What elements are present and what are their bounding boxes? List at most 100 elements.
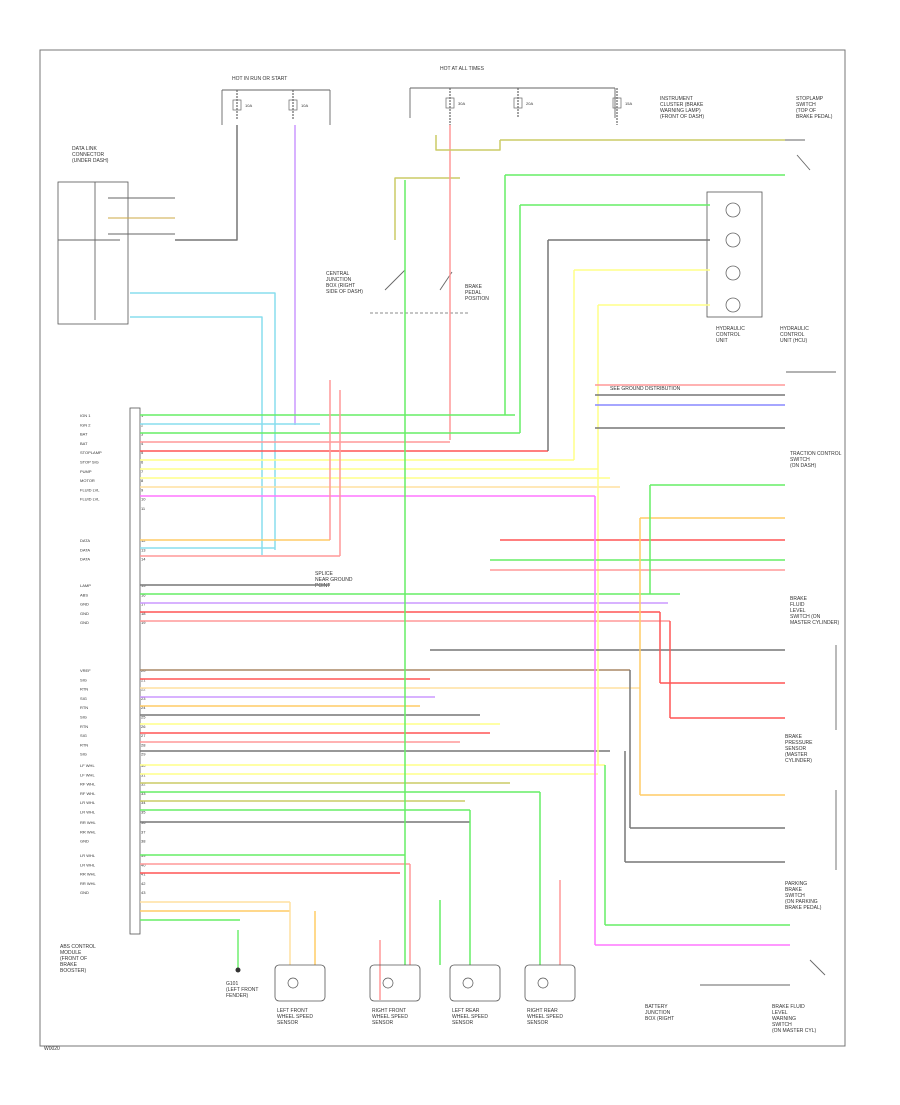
wire [175,125,238,241]
fluid-label-2: LEVEL [790,608,806,614]
hydraulic-unit-label-0: HYDRAULIC [716,326,745,332]
right-front-sensor-label-1: WHEEL SPEED [372,1014,408,1020]
pin-label-3: BAT [80,441,88,446]
parking-brake-switch [700,959,826,986]
pin-label-38: LR WHL [80,853,96,858]
cluster-label-0: INSTRUMENT [660,96,693,102]
stoplamp-label-1: SWITCH [796,102,816,108]
pin-number-15: 16 [141,592,146,597]
right-front-wheel-sensor [369,964,421,1002]
pin-label-2: BAT [80,432,88,437]
pin-label-31: RF WHL [80,782,96,787]
pin-number-1: 2 [141,422,144,427]
ecu-label-4: BOOSTER) [60,968,86,974]
right-rear-sensor-label-1: WHEEL SPEED [527,1014,563,1020]
pin-number-27: 28 [141,742,146,747]
pin-label-35: RR WHL [80,820,97,825]
pin-number-13: 14 [141,557,146,562]
pin-number-25: 26 [141,724,146,729]
hydraulic-module-label-0: HYDRAULIC [780,326,809,332]
fuse-right-label-1: JUNCTION [645,1010,671,1016]
pin-number-40: 41 [141,872,146,877]
parking-label-2: SWITCH [785,893,805,899]
pin-number-18: 19 [141,620,146,625]
pin-number-42: 43 [141,890,146,895]
pin-label-21: RTN [80,687,88,692]
pin-number-30: 31 [141,772,146,777]
pin-number-32: 33 [141,791,146,796]
left-front-sensor-label-1: WHEEL SPEED [277,1014,313,1020]
pin-number-7: 8 [141,478,144,483]
brake-pedal-switch: CENTRAL JUNCTION BOX (RIGHT SIDE OF DASH… [326,269,489,314]
pin-number-16: 17 [141,602,146,607]
left-rear-sensor-label-0: LEFT REAR [452,1008,480,1014]
traction-label-0: TRACTION CONTROL [790,451,842,457]
fuse-rating-f1: 10A [245,103,252,108]
pin-label-34: LR WHL [80,810,96,815]
right-labels: TRACTION CONTROL SWITCH (ON DASH) BRAKE … [315,96,842,1034]
pin-label-30: LF WHL [80,772,95,777]
left-rear-wheel-sensor [449,964,501,1002]
ecu-label-3: BRAKE [60,962,78,968]
instrument-cluster: HYDRAULIC CONTROL UNIT HYDRAULIC CONTROL… [706,191,809,344]
pin-label-26: SIG [80,733,87,738]
data-link-connector: DATA LINK CONNECTOR (UNDER DASH) [57,146,175,325]
data-link-label-0: DATA LINK [72,146,97,152]
central-junction: HOT AT ALL TIMES [409,66,618,125]
left-front-sensor-label-2: SENSOR [277,1020,299,1026]
left-front-wheel-sensor [274,964,326,1002]
ground-label-2: FENDER) [226,993,249,999]
top-left-junction-title: HOT IN RUN OR START [232,76,287,82]
right-front-sensor-label-2: SENSOR [372,1020,394,1026]
right-rear-sensor-icon [537,977,549,989]
hydraulic-unit-label-1: CONTROL [716,332,741,338]
pin-label-9: FLUID LVL [80,497,100,502]
pin-label-13: DATA [80,557,90,562]
pin-label-12: DATA [80,547,90,552]
fuse-rating-f3: 30A [458,101,465,106]
stoplamp-label-2: (TOP OF [796,108,816,114]
outer-frame [39,49,846,1047]
pin-number-23: 24 [141,705,146,710]
pin-number-17: 18 [141,611,146,616]
central-junction-title: HOT AT ALL TIMES [440,66,485,72]
pin-label-14: LAMP [80,583,91,588]
stoplamp-label-0: STOPLAMP [796,96,824,102]
stoplamp-switch: STOPLAMP SWITCH (TOP OF BRAKE PEDAL) [784,96,833,171]
ground-label-1: (LEFT FRONT [226,987,258,993]
pin-label-41: RR WHL [80,881,97,886]
brake-switch-label-0: BRAKE [465,284,483,290]
pin-number-33: 34 [141,800,146,805]
left-rear-sensor-icon [462,977,474,989]
ecu-label-1: MODULE [60,950,82,956]
splice-label-1: NEAR GROUND [315,577,353,583]
pressure-label-2: SENSOR [785,746,807,752]
fuse-right-label-2: BOX (RIGHT [645,1016,674,1022]
bottom-right-label-3: SWITCH [772,1022,792,1028]
ground-symbol: G101 (LEFT FRONT FENDER) [226,930,258,999]
pin-number-34: 35 [141,810,146,815]
wire [435,135,501,151]
pin-number-8: 9 [141,487,144,492]
pin-number-36: 37 [141,829,146,834]
stoplamp-label-3: BRAKE PEDAL) [796,114,833,120]
pin-number-26: 27 [141,733,146,738]
abs-control-module: ABS CONTROL MODULE (FRONT OF BRAKE BOOST… [60,407,141,974]
parking-label-0: PARKING [785,881,807,887]
hydraulic-module-label-2: UNIT (HCU) [780,338,807,344]
pin-label-25: RTN [80,724,88,729]
right-rear-sensor-label-2: SENSOR [527,1020,549,1026]
pin-label-42: GND [80,890,89,895]
left-rear-sensor-label-2: SENSOR [452,1020,474,1026]
pin-label-16: GND [80,602,89,607]
left-rear-sensor-label-1: WHEEL SPEED [452,1014,488,1020]
bottom-right-label-2: WARNING [772,1016,796,1022]
pin-number-39: 40 [141,862,146,867]
pin-label-32: RF WHL [80,791,96,796]
pin-number-41: 42 [141,881,146,886]
pressure-label-1: PRESSURE [785,740,813,746]
traction-label-1: SWITCH [790,457,810,463]
pin-label-8: FLUID LVL [80,487,100,492]
